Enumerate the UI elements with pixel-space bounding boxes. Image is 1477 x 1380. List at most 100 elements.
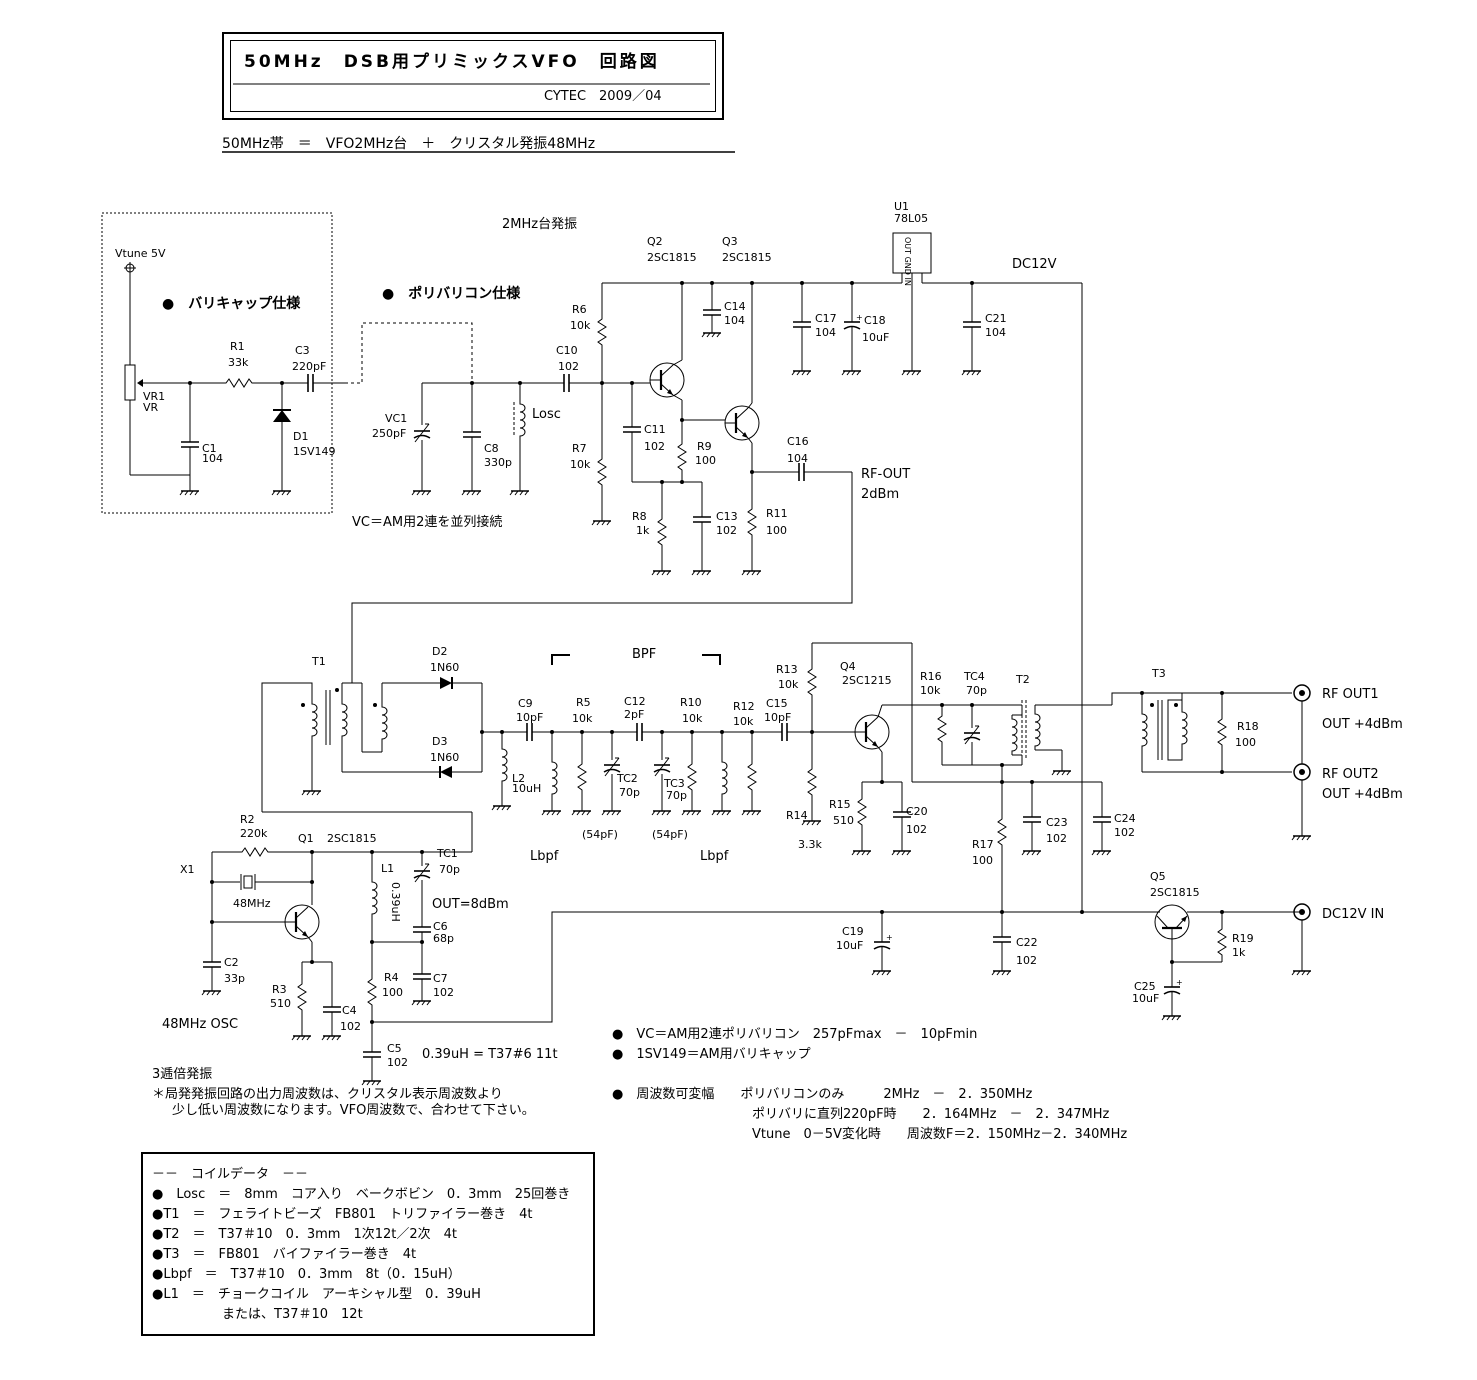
c21-ref: C21 bbox=[985, 312, 1007, 325]
c18-cap bbox=[843, 309, 864, 340]
q2-val: 2SC1815 bbox=[647, 251, 697, 264]
r7-val: 10k bbox=[570, 458, 591, 471]
c5-val: 102 bbox=[387, 1056, 408, 1069]
r8-ref: R8 bbox=[632, 510, 647, 523]
d1-varicap bbox=[273, 410, 291, 422]
q4-ref: Q4 bbox=[840, 660, 856, 673]
r18-resistor bbox=[1217, 714, 1227, 750]
l1-inductor bbox=[371, 877, 378, 919]
tc4-val: 70p bbox=[966, 684, 987, 697]
d1-val: 1SV149 bbox=[293, 445, 336, 458]
c11-val: 102 bbox=[644, 440, 665, 453]
c16-cap bbox=[786, 462, 817, 482]
x1-freq: 48MHz bbox=[233, 897, 271, 910]
r2-val: 220k bbox=[240, 827, 268, 840]
rf-out2-level: OUT +4dBm bbox=[1322, 787, 1403, 802]
polyvaricon-spec-label: ● ポリバリコン仕様 bbox=[382, 285, 521, 302]
c8-ref: C8 bbox=[484, 442, 499, 455]
ground-icon bbox=[201, 984, 222, 996]
tc3-ref: TC3 bbox=[663, 777, 685, 790]
c23-cap bbox=[1022, 804, 1042, 835]
r4-ref: R4 bbox=[384, 971, 399, 984]
t1-label: T1 bbox=[311, 655, 326, 668]
r10-resistor bbox=[687, 759, 697, 795]
c15-val: 10pF bbox=[764, 711, 791, 724]
r13-resistor bbox=[807, 664, 817, 700]
coil-data-row: ●Lbpf ＝ T37＃10 0．3mm 8t（0．15uH） bbox=[152, 1267, 461, 1282]
ground-icon bbox=[1291, 964, 1312, 976]
r9-resistor bbox=[677, 439, 687, 475]
c1-val: 104 bbox=[202, 452, 223, 465]
ground-icon bbox=[291, 1029, 312, 1041]
c11-cap bbox=[622, 414, 642, 445]
bpf-label: BPF bbox=[632, 647, 656, 662]
t1-winding-1 bbox=[311, 699, 318, 741]
r16-val: 10k bbox=[920, 684, 941, 697]
r18-val: 100 bbox=[1235, 736, 1256, 749]
q4-val: 2SC1215 bbox=[842, 674, 892, 687]
r15-ref: R15 bbox=[829, 798, 851, 811]
r5-ref: R5 bbox=[576, 696, 591, 709]
vr1-val: VR bbox=[143, 401, 159, 414]
r6-ref: R6 bbox=[572, 303, 587, 316]
lbpf-inductor-2 bbox=[721, 757, 728, 799]
c5-cap bbox=[362, 1039, 382, 1070]
rf-out1-connector[interactable] bbox=[1293, 684, 1311, 702]
lbpf-label-b: Lbpf bbox=[700, 849, 729, 864]
c24-ref: C24 bbox=[1114, 812, 1136, 825]
rf-out2-connector[interactable] bbox=[1293, 763, 1311, 781]
ground-icon bbox=[179, 484, 200, 496]
r16-ref: R16 bbox=[920, 670, 942, 683]
r14-ref: R14 bbox=[786, 809, 808, 822]
r15-resistor bbox=[857, 794, 867, 830]
mult3-label: 3逓倍発振 bbox=[152, 1067, 212, 1082]
c3-val: 220pF bbox=[292, 360, 326, 373]
r4-val: 100 bbox=[382, 986, 403, 999]
r9-ref: R9 bbox=[697, 440, 712, 453]
c13-val: 102 bbox=[716, 524, 737, 537]
lo-note-1: ＊局発発振回路の出力周波数は、クリスタル表示周波数より bbox=[152, 1086, 503, 1102]
tc1-val: 70p bbox=[439, 863, 460, 876]
q1-val: 2SC1815 bbox=[327, 832, 377, 845]
osc-2mhz-label: 2MHz台発振 bbox=[502, 217, 577, 232]
page-title: 50MHz DSB用プリミックスVFO 回路図 bbox=[244, 51, 660, 72]
c9-cap bbox=[514, 722, 545, 742]
c24-cap bbox=[1092, 804, 1112, 835]
r13-val: 10k bbox=[778, 678, 799, 691]
x1-crystal bbox=[243, 875, 253, 889]
coil-data-row: ●T3 ＝ FB801 バイファイラー巻き 4t bbox=[152, 1247, 416, 1262]
r17-val: 100 bbox=[972, 854, 993, 867]
r6-val: 10k bbox=[570, 319, 591, 332]
r12-val: 10k bbox=[733, 715, 754, 728]
r14-val: 3.3k bbox=[798, 838, 822, 851]
t2-primary bbox=[1011, 714, 1018, 756]
osc48-label: 48MHz OSC bbox=[162, 1017, 238, 1032]
c25-ref: C25 bbox=[1134, 980, 1156, 993]
spec-note-5: Vtune 0－5V変化時 周波数F＝2．150MHz－2．340MHz bbox=[752, 1126, 1127, 1142]
c23-ref: C23 bbox=[1046, 816, 1068, 829]
q4-transistor bbox=[853, 713, 891, 751]
r5-resistor bbox=[577, 759, 587, 795]
c15-ref: C15 bbox=[766, 697, 788, 710]
varicap-spec-label: ● バリキャップ仕様 bbox=[162, 295, 301, 312]
r19-resistor bbox=[1217, 924, 1227, 960]
ground-icon bbox=[741, 804, 762, 816]
c22-ref: C22 bbox=[1016, 936, 1038, 949]
r5-val: 10k bbox=[572, 712, 593, 725]
u1-ref: U1 bbox=[894, 200, 909, 213]
l2-val: 10uH bbox=[512, 782, 541, 795]
title-block bbox=[222, 32, 724, 120]
ground-icon bbox=[791, 364, 812, 376]
ground-icon bbox=[651, 564, 672, 576]
q2-ref: Q2 bbox=[647, 235, 663, 248]
c4-val: 102 bbox=[340, 1020, 361, 1033]
coil-data-row: ●L1 ＝ チョークコイル アーキシャル型 0．39uH bbox=[152, 1287, 481, 1302]
c2-val: 33p bbox=[224, 972, 245, 985]
t2-label: T2 bbox=[1015, 673, 1030, 686]
c10-ref: C10 bbox=[556, 344, 578, 357]
c9-ref: C9 bbox=[518, 697, 533, 710]
lbpf-inductor-1 bbox=[551, 757, 558, 799]
r12-ref: R12 bbox=[733, 700, 755, 713]
r3-resistor bbox=[297, 979, 307, 1015]
r7-resistor bbox=[597, 454, 607, 490]
